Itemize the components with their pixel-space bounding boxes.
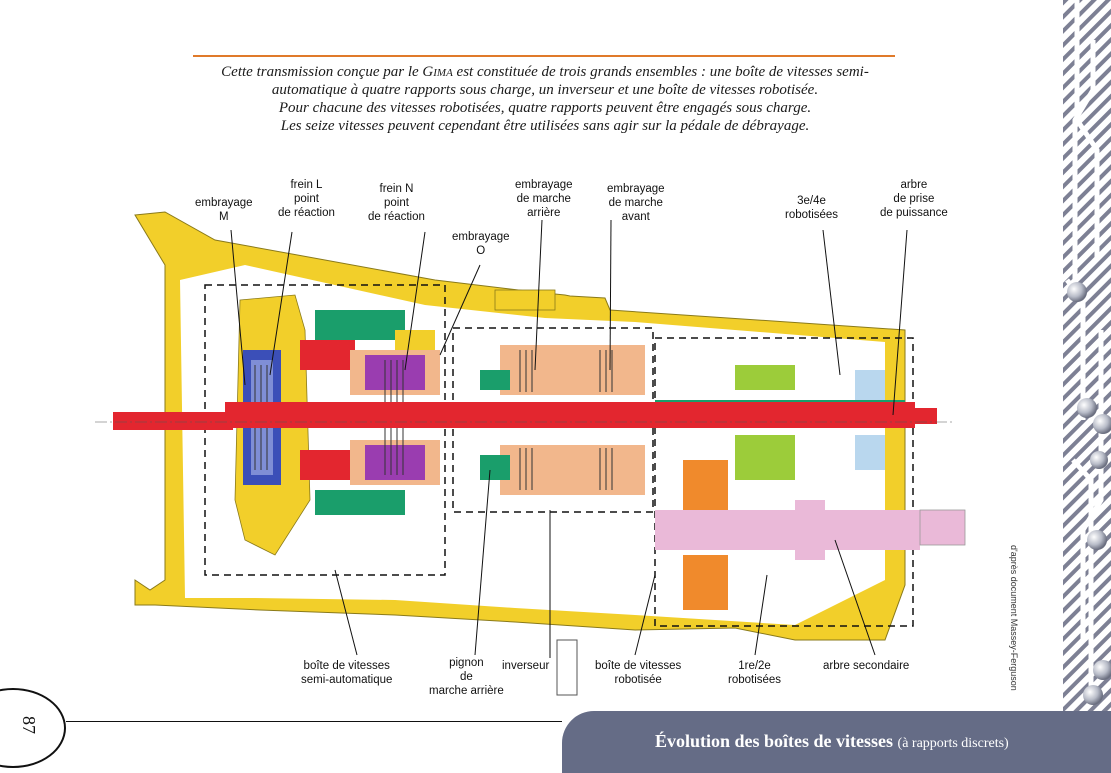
main-shaft (95, 402, 955, 430)
caption-line-4: Les seize vitesses peuvent cependant êtr… (280, 118, 810, 134)
caption-line-2: automatique à quatre rapports sous charg… (271, 82, 819, 98)
figure-caption: Cette transmission conçue par le Gima es… (170, 63, 920, 135)
page-number: 87 (19, 716, 39, 734)
inverseur-components (480, 345, 645, 495)
label-inverseur: inverseur (502, 660, 550, 672)
footer-band (562, 711, 1111, 773)
label-arbre-secondaire: arbre secondaire (823, 660, 910, 672)
footer-rule (66, 721, 562, 722)
circuit-decoration (1063, 0, 1111, 768)
footer-title: Évolution des boîtes de vitesses (à rapp… (655, 731, 1009, 752)
footer-title-sub: (à rapports discrets) (897, 736, 1009, 751)
box-robotisee (654, 337, 914, 627)
caption-line-1: Cette transmission conçue par le Gima es… (221, 64, 869, 80)
transmission-drawing (95, 211, 966, 696)
caption-rule (193, 55, 895, 57)
caption-org-name: Gima (422, 64, 453, 80)
leader-lines (230, 219, 908, 658)
image-credit: d'après document Massey-Ferguson (1009, 545, 1019, 691)
footer-title-main: Évolution des boîtes de vitesses (655, 731, 894, 751)
circuit-balls (1067, 282, 1111, 705)
caption-line-3: Pour chacune des vitesses robotisées, qu… (278, 100, 812, 116)
